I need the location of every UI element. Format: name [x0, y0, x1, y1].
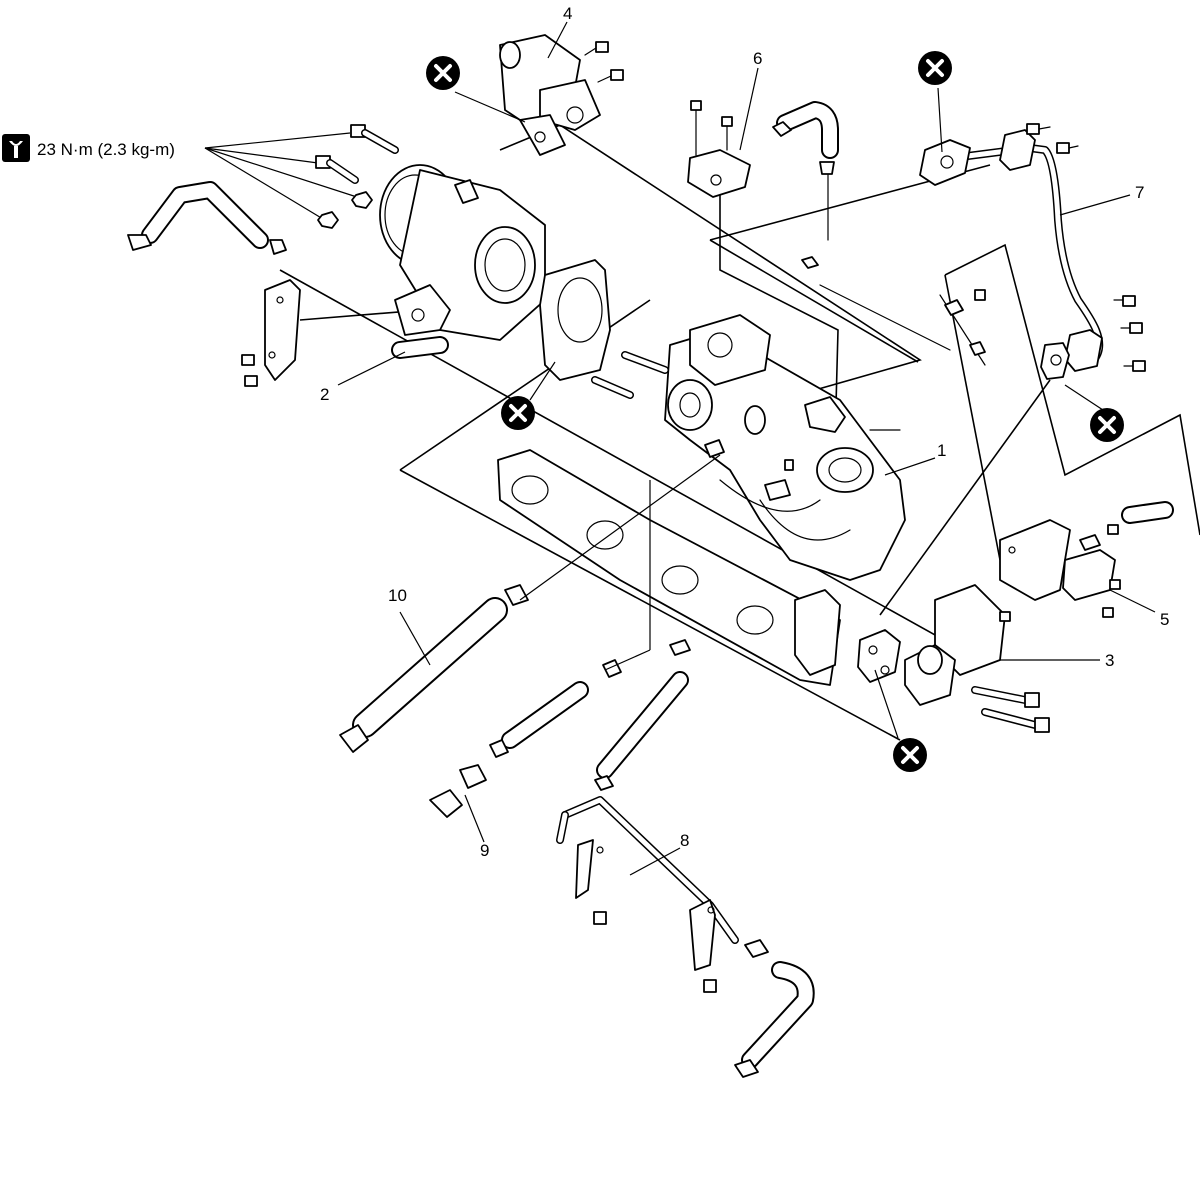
bolt: [597, 69, 624, 83]
callout-4: 4: [547, 4, 572, 59]
throttle-body-bolts: [315, 124, 399, 229]
callout-2: 2: [320, 351, 406, 404]
svg-text:6: 6: [753, 49, 762, 68]
do-not-reuse-icon: [893, 738, 927, 772]
do-not-reuse-icon: [918, 51, 952, 85]
solenoid-bracket: [999, 501, 1174, 622]
do-not-reuse-icon: [426, 56, 460, 90]
callout-5: 5: [1109, 589, 1169, 629]
throttle-body: [379, 164, 546, 359]
callouts: 1 2 3 4 5 6 7 8: [320, 4, 1169, 876]
nut: [351, 191, 373, 209]
callout-8: 8: [629, 831, 689, 876]
bolt: [1123, 360, 1146, 372]
bolt: [971, 686, 1040, 708]
bolt: [584, 41, 609, 56]
throttle-body-gasket: [539, 259, 611, 381]
sensor-assembly: [687, 100, 839, 241]
torque-value: 23 N·m (2.3 kg-m): [37, 140, 175, 159]
nut: [1109, 579, 1121, 590]
bolt: [1056, 142, 1079, 154]
pcv-valve-part-9: [429, 681, 589, 818]
svg-text:8: 8: [680, 831, 689, 850]
callout-10: 10: [388, 586, 431, 666]
water-pipe-part-8: [556, 639, 815, 1078]
callout-1: 1: [884, 441, 946, 476]
bolt: [244, 375, 258, 387]
hose-part-10: [339, 584, 529, 753]
do-not-reuse-marks: [426, 51, 1124, 772]
svg-text:2: 2: [320, 385, 329, 404]
svg-text:5: 5: [1160, 610, 1169, 629]
connector-lines: [454, 87, 1104, 739]
svg-text:3: 3: [1105, 651, 1114, 670]
nut: [317, 211, 339, 229]
bolt: [1026, 123, 1051, 135]
torque-spec: 23 N·m (2.3 kg-m): [2, 132, 361, 223]
svg-text:9: 9: [480, 841, 489, 860]
bolt: [1113, 295, 1136, 307]
torque-leaders: [204, 132, 361, 223]
svg-text:1: 1: [937, 441, 946, 460]
bolt: [315, 155, 359, 184]
do-not-reuse-icon: [501, 396, 535, 430]
callout-9: 9: [464, 794, 489, 860]
manifold-gasket: [497, 449, 841, 686]
nut: [1102, 607, 1114, 618]
manifold-right-fittings: [801, 256, 986, 366]
bolt: [350, 124, 399, 154]
callout-7: 7: [1059, 183, 1144, 216]
nut: [999, 611, 1011, 622]
left-bracket: [241, 279, 301, 387]
nut: [1107, 524, 1119, 535]
egr-tube-assembly: [919, 123, 1146, 380]
svg-text:4: 4: [563, 4, 572, 23]
bolt: [703, 979, 717, 993]
bolt: [593, 911, 607, 925]
bolt: [241, 354, 255, 366]
hose-top-left: [127, 181, 287, 255]
bolt: [974, 289, 986, 301]
callout-3: 3: [1000, 651, 1114, 670]
callout-6: 6: [739, 49, 762, 151]
intake-manifold: [664, 314, 906, 581]
manifold-studs: [591, 351, 794, 471]
bolt: [981, 708, 1050, 733]
bolt: [1120, 322, 1143, 334]
svg-text:10: 10: [388, 586, 407, 605]
do-not-reuse-icon: [1090, 408, 1124, 442]
torque-wrench-icon: [2, 134, 30, 162]
svg-text:7: 7: [1135, 183, 1144, 202]
valve-assembly-top: [499, 34, 624, 156]
